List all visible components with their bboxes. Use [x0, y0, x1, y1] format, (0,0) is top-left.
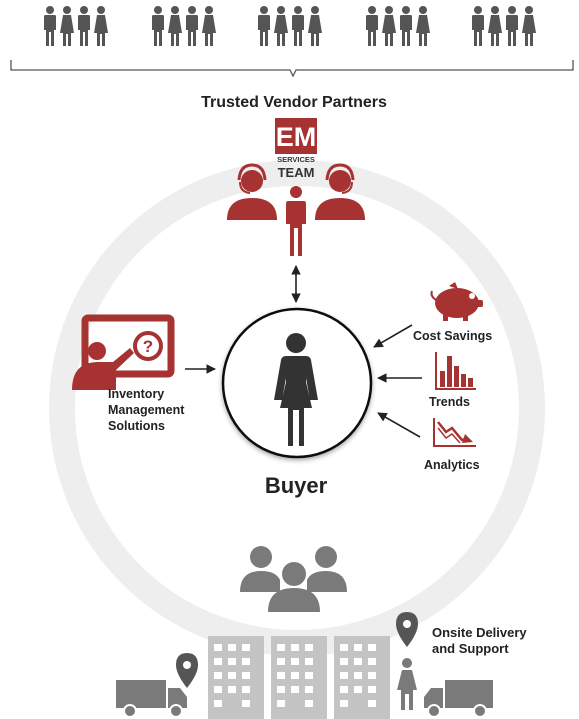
- analytics-arrow: [377, 412, 421, 438]
- inventory-label-line1: Inventory: [108, 387, 164, 401]
- support-agent-left-icon: [227, 163, 277, 220]
- buyer-woman-icon: [274, 333, 318, 446]
- vendor-group-1: [44, 6, 108, 46]
- vendors-title: Trusted Vendor Partners: [201, 94, 387, 111]
- location-pin-right-icon: [396, 612, 418, 647]
- em-person-icon: [286, 186, 306, 256]
- em-logo-team: TEAM: [278, 165, 315, 180]
- bar-chart-icon: [435, 352, 476, 390]
- building-middle-icon: [271, 636, 327, 719]
- team-group-icon: [240, 546, 347, 612]
- em-logo-services: SERVICES: [277, 155, 315, 164]
- location-pin-left-icon: [176, 653, 198, 688]
- analytics-label: Analytics: [424, 458, 480, 472]
- truck-right-icon: [424, 680, 493, 718]
- cost-savings-arrow: [373, 324, 413, 348]
- vendor-bracket: [10, 60, 574, 78]
- piggy-bank-icon: [430, 282, 483, 321]
- building-right-icon: [334, 636, 390, 719]
- building-left-icon: [208, 636, 264, 719]
- buyer-label: Buyer: [265, 473, 328, 498]
- cost-savings-label: Cost Savings: [413, 329, 492, 343]
- vendor-groups: [44, 6, 536, 46]
- vendor-group-5: [472, 6, 536, 46]
- support-agent-right-icon: [315, 163, 365, 220]
- vendor-group-2: [152, 6, 216, 46]
- inventory-label-line2: Management: [108, 403, 185, 417]
- presentation-board-icon: ?: [72, 314, 175, 390]
- delivery-label-line2: and Support: [432, 641, 509, 656]
- truck-left-icon: [116, 680, 187, 718]
- vendor-group-4: [366, 6, 430, 46]
- declining-chart-icon: [433, 418, 476, 447]
- delivery-woman-icon: [397, 658, 417, 710]
- vendor-group-3: [258, 6, 322, 46]
- trends-label: Trends: [429, 395, 470, 409]
- em-logo-text: EM: [276, 122, 317, 152]
- inventory-label-line3: Solutions: [108, 419, 165, 433]
- delivery-label-line1: Onsite Delivery: [432, 625, 527, 640]
- svg-text:?: ?: [143, 337, 153, 356]
- em-logo: EM SERVICES TEAM: [275, 118, 317, 180]
